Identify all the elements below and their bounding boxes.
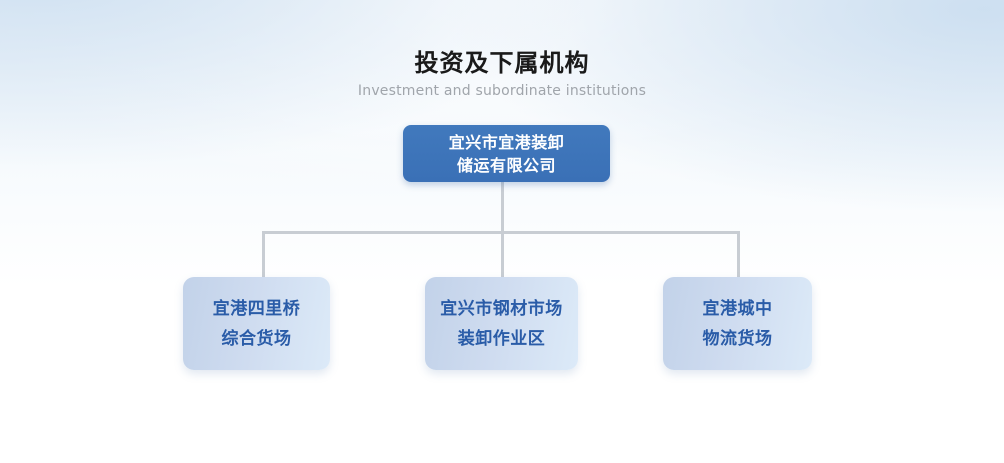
- org-node-child-2-line-2: 装卸作业区: [457, 328, 546, 349]
- org-node-child-3-line-1: 宜港城中: [702, 298, 773, 319]
- connector-drop-child-3: [737, 231, 740, 279]
- org-node-child-1[interactable]: 宜港四里桥 综合货场: [183, 277, 330, 370]
- org-node-root-line-1: 宜兴市宜港装卸: [448, 132, 565, 152]
- org-node-child-2[interactable]: 宜兴市钢材市场 装卸作业区: [425, 277, 578, 370]
- org-node-child-1-line-1: 宜港四里桥: [212, 298, 301, 319]
- org-node-child-2-line-1: 宜兴市钢材市场: [440, 298, 563, 319]
- page-title: 投资及下属机构: [414, 49, 590, 77]
- connector-root-stem: [501, 181, 504, 233]
- org-node-root[interactable]: 宜兴市宜港装卸 储运有限公司: [403, 125, 610, 182]
- org-node-child-1-line-2: 综合货场: [221, 328, 292, 349]
- chart-heading: 投资及下属机构 Investment and subordinate insti…: [0, 48, 1004, 100]
- connector-drop-child-1: [262, 231, 265, 279]
- org-node-root-line-2: 储运有限公司: [456, 155, 556, 175]
- org-node-child-3-line-2: 物流货场: [702, 328, 773, 349]
- page-subtitle: Investment and subordinate institutions: [357, 83, 647, 99]
- org-node-child-3[interactable]: 宜港城中 物流货场: [663, 277, 812, 370]
- connector-drop-child-2: [501, 231, 504, 279]
